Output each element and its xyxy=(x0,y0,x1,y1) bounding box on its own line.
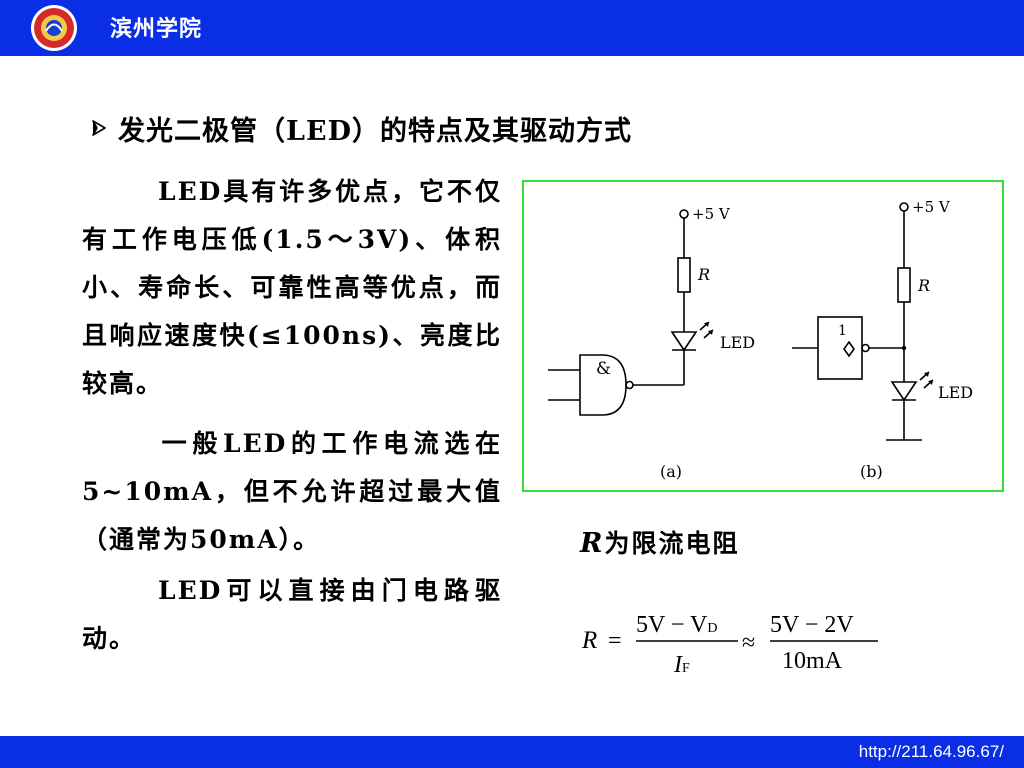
formula-approx: ≈ xyxy=(742,630,755,656)
supply-label-b: +5 V xyxy=(912,198,951,216)
resistor-note: R为限流电阻 xyxy=(580,524,739,560)
led-label-a: LED xyxy=(720,333,755,352)
led-label-b: LED xyxy=(938,383,973,402)
school-emblem-icon xyxy=(31,5,77,51)
circuit-svg: +5 V R LED & (a) +5 V R LED 1 (b) xyxy=(548,198,973,481)
formula-lhs: R xyxy=(581,627,597,654)
slide-title-row: 发光二极管（LED）的特点及其驱动方式 xyxy=(90,110,632,147)
header-bar: 滨州学院 xyxy=(0,0,1024,56)
paragraph1-text: LED具有许多优点，它不仅有工作电压低(1.5～3V)、体积小、寿命长、可靠性高… xyxy=(82,177,502,398)
resistor-label-b: R xyxy=(917,276,930,295)
resistor-note-symbol: R xyxy=(580,528,605,559)
formula-numerator-left: 5V − VD xyxy=(636,612,717,638)
buffer-gate-symbol: 1 xyxy=(838,323,847,339)
slide-title: 发光二极管（LED）的特点及其驱动方式 xyxy=(118,115,632,147)
formula-denominator-right: 10mA xyxy=(782,648,843,674)
paragraph-led-current: 一般LED的工作电流选在5~10mA，但不允许超过最大值（通常为50mA）。 xyxy=(82,420,502,564)
resistor-label-a: R xyxy=(697,265,710,284)
school-name: 滨州学院 xyxy=(110,17,203,42)
formula-numerator-right: 5V − 2V xyxy=(770,612,854,638)
paragraph3-text: LED可以直接由门电路驱动。 xyxy=(82,576,502,653)
paragraph-led-advantages: LED具有许多优点，它不仅有工作电压低(1.5～3V)、体积小、寿命长、可靠性高… xyxy=(82,168,502,408)
formula-equals: = xyxy=(608,628,622,654)
current-limit-formula: R = 5V − VD IF ≈ 5V − 2V 10mA xyxy=(578,602,898,688)
resistor-note-text: 为限流电阻 xyxy=(604,529,740,558)
paragraph-led-drive: LED可以直接由门电路驱动。 xyxy=(82,567,502,663)
led-drive-circuit-diagram: +5 V R LED & (a) +5 V R LED 1 (b) xyxy=(522,180,1004,492)
arrow-bullet-icon xyxy=(92,120,106,136)
paragraph2-text: 一般LED的工作电流选在5~10mA，但不允许超过最大值（通常为50mA）。 xyxy=(82,429,502,554)
and-gate-symbol: & xyxy=(596,359,611,379)
caption-b: (b) xyxy=(860,462,883,481)
footer-bar: http://211.64.96.67/ xyxy=(0,736,1024,768)
footer-url[interactable]: http://211.64.96.67/ xyxy=(858,742,1004,761)
formula-denominator-left: IF xyxy=(673,652,690,678)
supply-label-a: +5 V xyxy=(692,205,731,223)
formula-svg: R = 5V − VD IF ≈ 5V − 2V 10mA xyxy=(581,612,878,678)
caption-a: (a) xyxy=(660,462,682,481)
